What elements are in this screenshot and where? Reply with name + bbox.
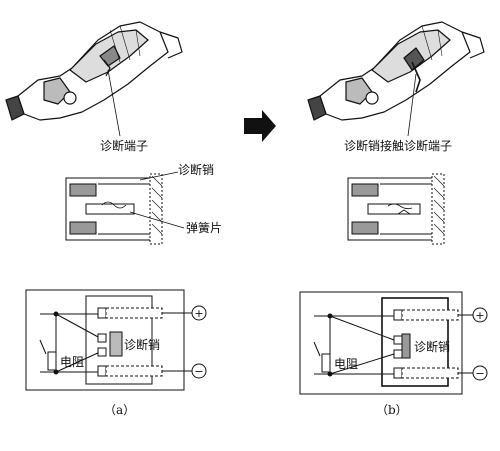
minus-symbol-a: −: [194, 365, 203, 378]
leader-line-pin-a: [139, 171, 179, 181]
resistor-label-a: 电阻: [60, 355, 84, 369]
plus-symbol-a: +: [194, 307, 203, 320]
caption-b: （b）: [376, 403, 408, 417]
connector-illustration-b: [307, 21, 485, 121]
circuit-pin-label-a: 诊断销: [124, 337, 160, 352]
circuit-pin-label-b: 诊断销: [414, 339, 450, 354]
circuit-b: [299, 291, 474, 395]
right-arrow-icon: [244, 110, 276, 142]
minus-terminal-a: [191, 363, 207, 379]
connector-illustration-a: [5, 21, 183, 121]
panel-b: 诊断销接触诊断端子: [299, 21, 488, 417]
cross-section-a: [65, 173, 163, 245]
panel-a: 诊断端子 诊断销 弹簧片: [5, 21, 222, 417]
leader-line-connector-a: [107, 69, 121, 137]
connector-label-b: 诊断销接触诊断端子: [344, 138, 452, 153]
circuit-a: [25, 289, 194, 391]
resistor-label-b: 电阻: [334, 357, 358, 371]
plus-terminal-b: [472, 307, 488, 323]
pin-label-a: 诊断销: [178, 162, 214, 177]
leader-line-spring-a: [129, 211, 185, 229]
cross-section-b: [347, 173, 445, 245]
connector-label-a: 诊断端子: [100, 138, 148, 153]
leader-line-connector-b: [407, 73, 417, 137]
caption-a: （a）: [104, 403, 135, 417]
plus-terminal-a: [191, 305, 207, 321]
minus-terminal-b: [472, 365, 488, 381]
plus-symbol-b: +: [475, 309, 484, 322]
minus-symbol-b: −: [475, 367, 484, 380]
spring-label-a: 弹簧片: [186, 220, 222, 235]
